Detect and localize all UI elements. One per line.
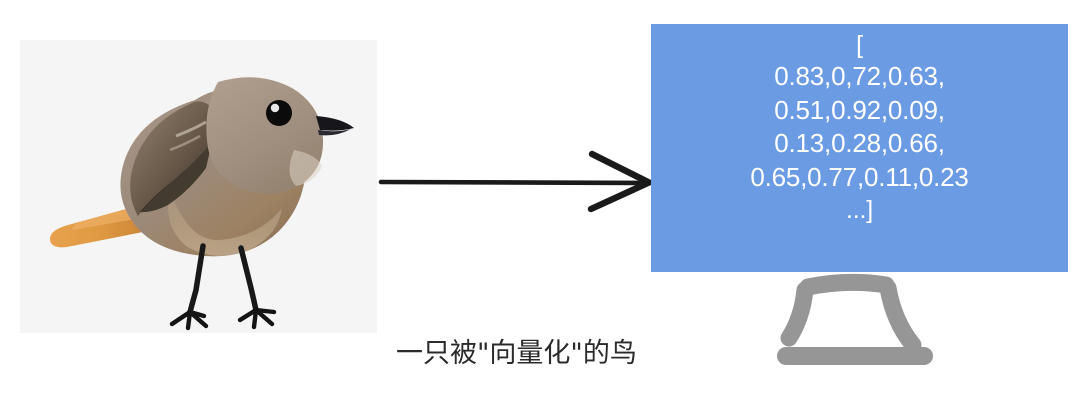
bird-leg-right bbox=[238, 245, 259, 313]
vector-line: 0.83,0,72,0.63, bbox=[774, 61, 945, 91]
pedestal-stand-icon bbox=[772, 272, 942, 372]
bird-wing-bar bbox=[175, 120, 207, 138]
bird-wing-primaries bbox=[140, 142, 212, 213]
vector-line: 0.51,0.92,0.09, bbox=[774, 94, 945, 125]
bird-throat bbox=[289, 150, 322, 186]
bird-foot-right bbox=[237, 307, 277, 330]
bird-wing bbox=[130, 101, 218, 216]
bird-beak-upper bbox=[316, 116, 354, 131]
caption-text: 一只被"向量化"的鸟 bbox=[396, 338, 637, 369]
vector-line: [ bbox=[856, 31, 863, 59]
bird-illustration bbox=[20, 40, 377, 333]
arrow-right-icon bbox=[375, 148, 655, 220]
bird-photo bbox=[20, 40, 377, 333]
vector-line: 0.65,0.77,0.11,0.23 bbox=[750, 161, 969, 192]
bird-eye-glint bbox=[270, 103, 280, 113]
bird-beak-lower bbox=[318, 129, 351, 136]
bird-belly bbox=[168, 190, 282, 256]
vector-line: 0.13,0.28,0.66, bbox=[774, 128, 945, 158]
vector-line: ...] bbox=[846, 196, 873, 224]
vector-embedding-box: [ 0.83,0,72,0.63, 0.51,0.92,0.09, 0.13,0… bbox=[651, 24, 1068, 272]
bird-wing-bar-2 bbox=[169, 134, 201, 152]
bird-foot-left bbox=[169, 309, 209, 331]
bird-eye bbox=[266, 100, 292, 126]
bird-leg-left bbox=[187, 243, 206, 315]
